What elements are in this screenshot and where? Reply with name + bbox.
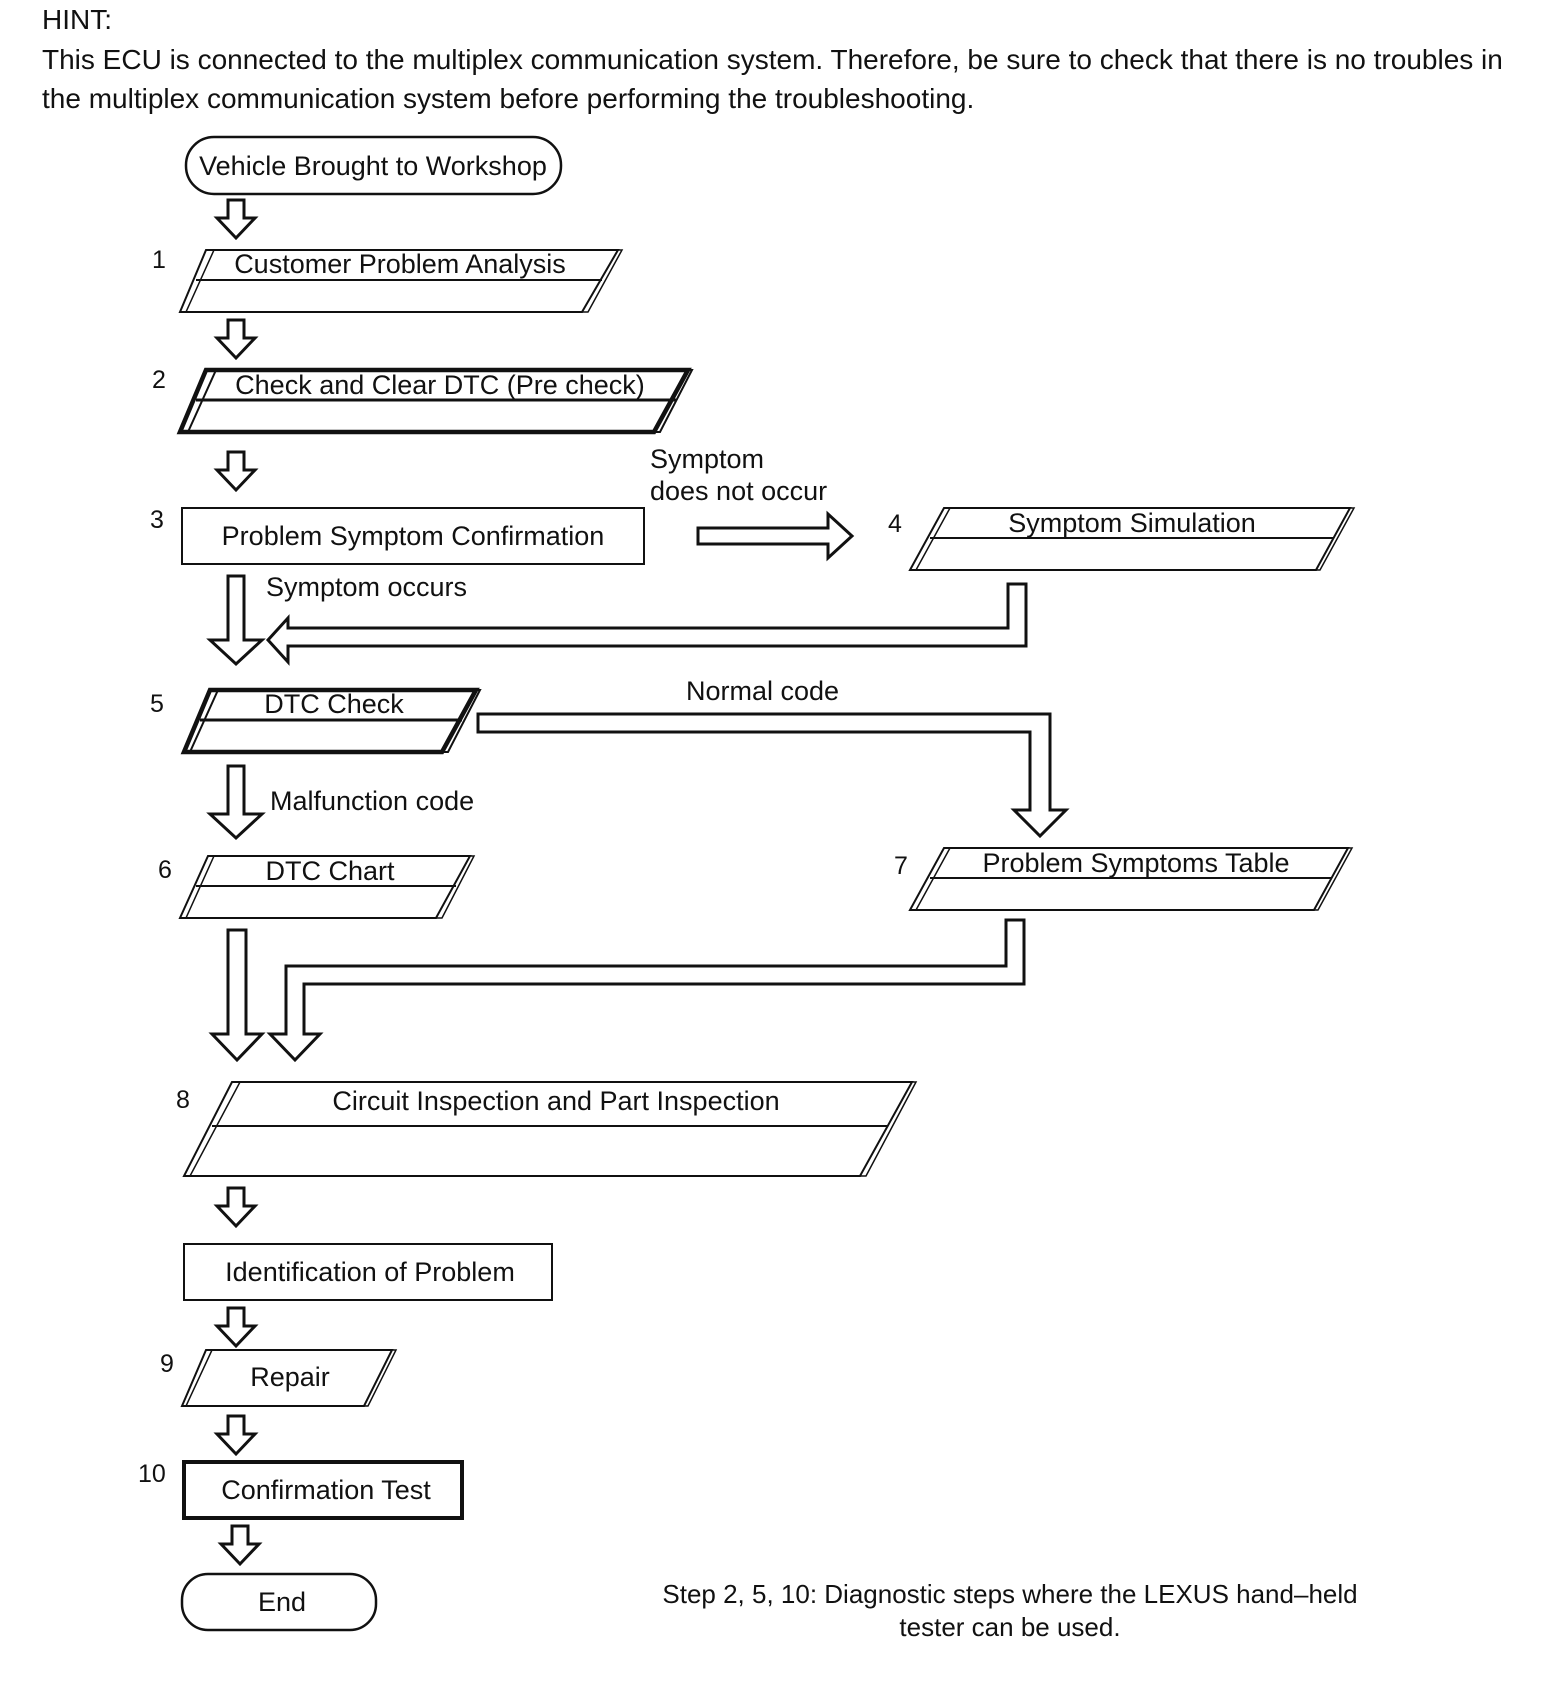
branch-symptom-not-occur-line2: does not occur — [650, 476, 827, 506]
end-terminal: End — [180, 1572, 378, 1632]
step-2-label: Check and Clear DTC (Pre check) — [235, 370, 645, 400]
step-9-number: 9 — [160, 1350, 174, 1378]
step-7-label: Problem Symptoms Table — [982, 848, 1289, 878]
hint-text: This ECU is connected to the multiplex c… — [42, 44, 1503, 114]
step-5-label: DTC Check — [264, 689, 404, 719]
branch-symptom-not-occur-line1: Symptom — [650, 444, 764, 474]
arrow-down-icon — [215, 1414, 257, 1456]
step-1-customer-problem-analysis: Customer Problem Analysis — [178, 249, 624, 313]
step-3-label: Problem Symptom Confirmation — [222, 521, 605, 551]
start-terminal: Vehicle Brought to Workshop — [184, 135, 563, 196]
identification-label: Identification of Problem — [225, 1257, 515, 1287]
arrow-down-icon — [206, 574, 266, 667]
step-10-confirmation-test: Confirmation Test — [182, 1460, 464, 1520]
step-7-number: 7 — [894, 852, 908, 880]
step-7-problem-symptoms-table: Problem Symptoms Table — [908, 847, 1354, 911]
arrow-down-icon — [215, 1186, 257, 1228]
step-3-number: 3 — [150, 506, 164, 534]
step-9-repair: Repair — [180, 1349, 398, 1407]
step-2-check-and-clear-dtc: Check and Clear DTC (Pre check) — [176, 367, 694, 435]
return-arrow-from-step-7 — [266, 918, 1026, 1063]
start-label: Vehicle Brought to Workshop — [199, 151, 547, 181]
step-4-number: 4 — [888, 510, 902, 538]
hint-title: HINT: — [42, 4, 112, 35]
identification-of-problem-box: Identification of Problem — [183, 1243, 553, 1301]
branch-malfunction-code: Malfunction code — [270, 786, 474, 816]
step-4-symptom-simulation: Symptom Simulation — [908, 507, 1356, 571]
branch-symptom-occurs: Symptom occurs — [266, 572, 467, 602]
arrow-right-icon — [696, 510, 855, 562]
footnote: Step 2, 5, 10: Diagnostic steps where th… — [660, 1578, 1360, 1644]
step-4-label: Symptom Simulation — [1008, 508, 1256, 538]
arrow-down-icon — [206, 764, 266, 841]
step-5-number: 5 — [150, 690, 164, 718]
step-6-label: DTC Chart — [265, 856, 395, 886]
arrow-down-icon — [215, 318, 257, 360]
step-1-number: 1 — [152, 246, 166, 274]
footnote-line-1: Step 2, 5, 10: Diagnostic steps where th… — [662, 1579, 1358, 1609]
step-10-number: 10 — [138, 1460, 166, 1488]
arrow-down-icon — [215, 198, 257, 240]
footnote-line-2: tester can be used. — [899, 1612, 1121, 1642]
branch-normal-code: Normal code — [686, 676, 839, 706]
arrow-down-icon — [208, 928, 266, 1063]
step-2-number: 2 — [152, 366, 166, 394]
step-1-label: Customer Problem Analysis — [234, 249, 566, 279]
arrow-down-icon — [215, 1306, 257, 1348]
return-arrow-from-step-4 — [265, 582, 1028, 666]
arrow-down-icon — [215, 450, 257, 492]
step-5-dtc-check: DTC Check — [180, 687, 482, 755]
step-10-label: Confirmation Test — [221, 1475, 431, 1505]
step-6-number: 6 — [158, 856, 172, 884]
step-8-label: Circuit Inspection and Part Inspection — [332, 1086, 779, 1116]
arrow-normal-code-to-step-7 — [476, 712, 1070, 839]
step-3-problem-symptom-confirmation: Problem Symptom Confirmation — [181, 507, 645, 565]
end-label: End — [258, 1587, 306, 1617]
step-8-number: 8 — [176, 1086, 190, 1114]
step-6-dtc-chart: DTC Chart — [178, 855, 476, 919]
arrow-down-icon — [219, 1524, 261, 1566]
step-8-circuit-and-part-inspection: Circuit Inspection and Part Inspection — [182, 1081, 918, 1177]
step-9-label: Repair — [250, 1362, 330, 1392]
